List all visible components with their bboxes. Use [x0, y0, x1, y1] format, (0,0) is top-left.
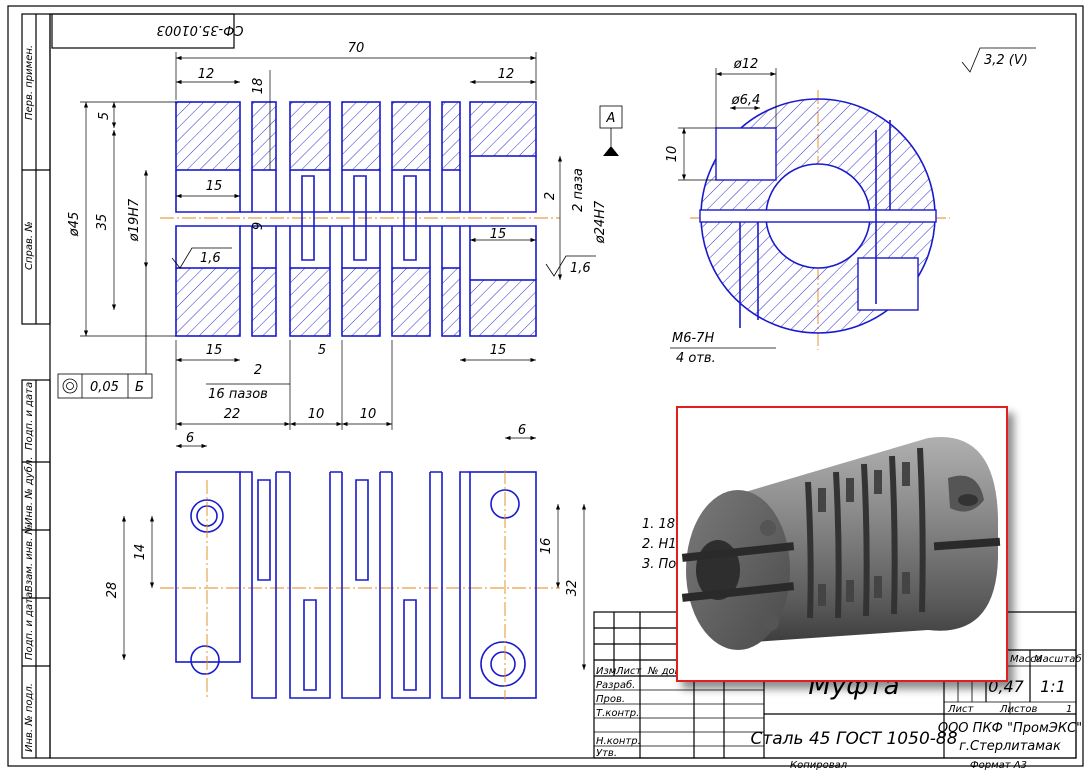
dim-label: 15	[490, 343, 507, 358]
dim-label: 5	[318, 343, 326, 358]
dim-label: 9	[251, 222, 266, 230]
dim-label: 35	[95, 214, 110, 231]
scale-value: 1:1	[1040, 677, 1066, 696]
copied-label: Копировал	[790, 760, 848, 770]
company: ООО ПКФ "ПромЭКС"	[938, 721, 1082, 736]
dim-label: 10	[665, 146, 680, 163]
stamp-label: Инв. № подл.	[24, 683, 35, 752]
sheet-label: Лист	[947, 704, 975, 715]
dim-label: 18	[251, 78, 266, 95]
dim-label: ø45	[67, 212, 82, 238]
tolerance-value: 0,05	[90, 380, 119, 395]
dim-label: 5	[97, 112, 112, 120]
role-label: № док	[647, 666, 681, 677]
stamp-label: Справ. №	[24, 221, 35, 270]
dim-label: 10	[360, 407, 377, 422]
plan-view: 6 6 14 28 16 32	[105, 423, 587, 700]
role-label: Пров.	[596, 694, 625, 705]
tolerance-frame: 0,05 Б	[57, 268, 153, 399]
stamp-label: Инв. № дубл.	[23, 457, 35, 525]
outer-border	[7, 5, 1084, 767]
dim-label: ø6,4	[731, 93, 761, 108]
city: г.Стерлитамак	[959, 739, 1061, 754]
dim-label: 6	[518, 423, 526, 438]
dim-label: 6	[186, 431, 194, 446]
side-stamp: Перв. примен. Справ. № Подп. и дата Инв.…	[21, 13, 51, 759]
dim-label: 28	[105, 582, 120, 599]
role-label: Т.контр.	[596, 708, 639, 719]
scale-label: Масштаб	[1034, 653, 1082, 665]
dim-label: 15	[206, 343, 223, 358]
sheets-count: 1	[1066, 704, 1072, 715]
roughness-label: 1,6	[570, 261, 591, 276]
coupling-3d-image	[681, 437, 1001, 650]
sheets-label: Листов	[999, 704, 1037, 715]
role-label: Н.контр.	[596, 736, 641, 747]
circle-section: ø12 ø6,4 10 М6-7Н 4 отв.	[665, 57, 950, 366]
dim-label: 16 пазов	[208, 387, 268, 402]
tech-notes: 1. 18 2. Н1 3. По	[642, 517, 677, 572]
note-line: 3. По	[642, 557, 676, 572]
thread-label: М6-7Н	[672, 331, 714, 346]
designation-box: СФ-35.01003	[51, 13, 244, 49]
note-line: 1. 18	[642, 517, 675, 532]
dim-label: ø24H7	[593, 200, 608, 244]
dim-label: 12	[498, 67, 515, 82]
dim-label: 16	[539, 538, 554, 555]
material: Сталь 45 ГОСТ 1050-88	[750, 729, 957, 749]
roughness-marks: 1,6 1,6 3,2 (V)	[171, 47, 1036, 277]
mass-label: Масса	[1010, 654, 1042, 665]
coupling-3d-render	[676, 406, 1008, 682]
dim-label: 32	[565, 580, 580, 597]
dim-label: 22	[224, 407, 241, 422]
dim-label: 10	[308, 407, 325, 422]
dim-label: 15	[206, 179, 223, 194]
roughness-label: 1,6	[200, 251, 221, 266]
role-label: Изм	[596, 666, 617, 677]
section-dimensions: 70 12 12 18 5 ø45 35 ø19H7 15 9 2 2 пазa…	[67, 41, 608, 430]
format-label: Формат А3	[970, 760, 1027, 770]
designation: СФ-35.01003	[157, 22, 244, 37]
dim-label: 15	[490, 227, 507, 242]
dim-label: ø12	[733, 57, 759, 72]
dim-label: ø19H7	[127, 198, 142, 242]
stamp-label: Взам. инв. №	[24, 524, 35, 592]
tolerance-base: Б	[135, 380, 144, 395]
datum-a: А	[599, 105, 623, 156]
dim-label: 70	[348, 41, 365, 56]
roughness-main: 3,2 (V)	[984, 53, 1028, 68]
dim-label: 2	[254, 363, 262, 378]
dim-label: 14	[133, 544, 148, 561]
note-line: 2. Н1	[642, 537, 677, 552]
dim-label: 2	[543, 192, 558, 200]
role-label: Лист	[615, 666, 643, 677]
stamp-label: Подп. и дата	[24, 382, 35, 450]
role-label: Утв.	[596, 748, 617, 759]
stamp-label: Перв. примен.	[24, 45, 35, 120]
role-label: Разраб.	[596, 679, 635, 691]
datum-label: А	[606, 111, 616, 126]
dim-label: 2 пазa	[571, 168, 586, 212]
section-view	[160, 101, 560, 337]
dim-label: 12	[198, 67, 215, 82]
stamp-label: Подп. и дата	[24, 592, 35, 660]
holes-label: 4 отв.	[676, 351, 716, 366]
